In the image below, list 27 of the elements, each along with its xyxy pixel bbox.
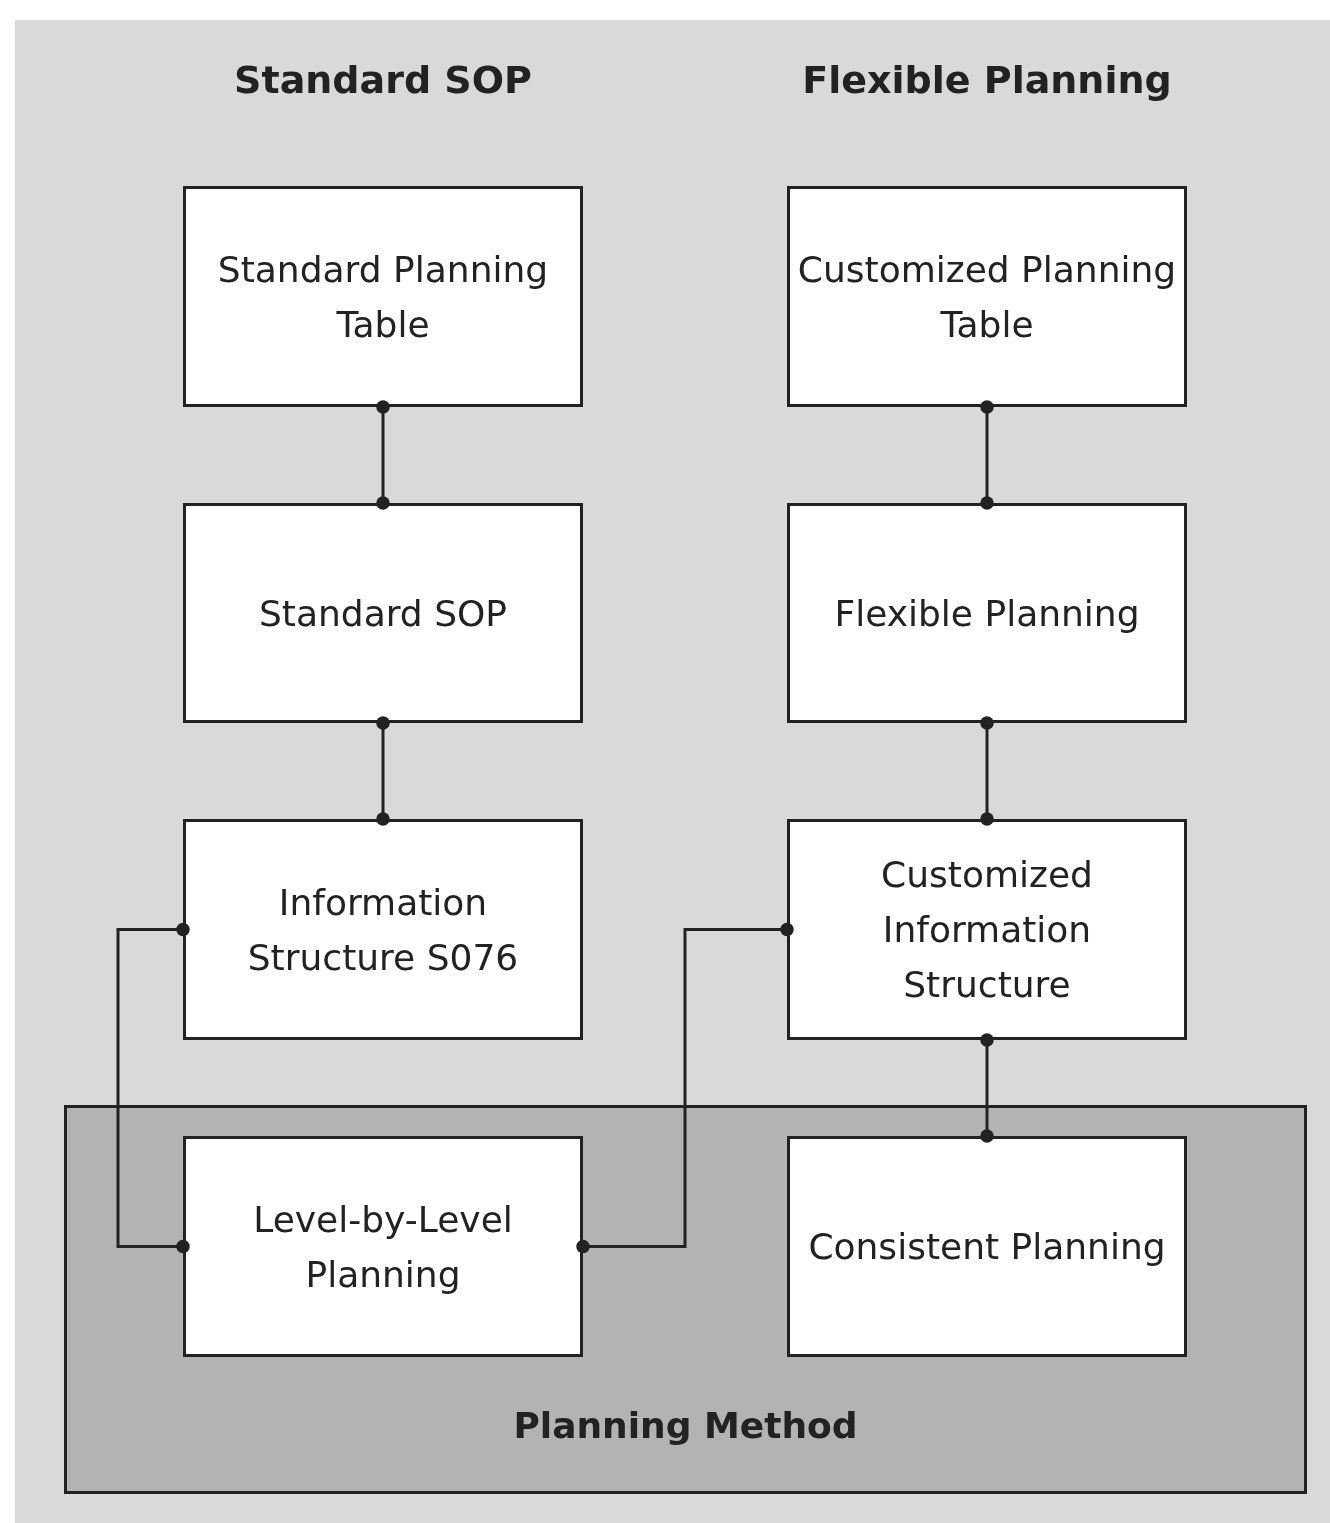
process-box (183, 186, 583, 407)
process-box (787, 819, 1187, 1040)
connector-line (980, 1033, 994, 1143)
group-title: Planning Method (513, 1404, 858, 1448)
connector-line (376, 400, 390, 510)
process-box (183, 819, 583, 1040)
box-label: Information Structure S076 (246, 880, 520, 980)
column-heading: Flexible Planning (802, 58, 1172, 102)
column-heading: Standard SOP (234, 58, 532, 102)
process-box (787, 503, 1187, 723)
box-label: Customized Planning Table (797, 247, 1177, 347)
box-label: Customized Information Structure (880, 853, 1094, 1007)
process-box (787, 186, 1187, 407)
connector-line (576, 922, 794, 1254)
process-box (183, 1136, 583, 1357)
process-box (787, 1136, 1187, 1357)
box-label: Standard SOP (258, 591, 508, 636)
connector-line (980, 400, 994, 510)
connector-line (980, 716, 994, 826)
box-label: Level-by-Level Planning (252, 1197, 514, 1297)
box-label: Consistent Planning (808, 1225, 1166, 1269)
group-panel (64, 1105, 1307, 1494)
process-box (183, 503, 583, 723)
box-label: Flexible Planning (834, 591, 1140, 636)
box-label: Standard Planning Table (216, 247, 550, 347)
connector-line (376, 716, 390, 826)
connector-line (116, 922, 190, 1254)
